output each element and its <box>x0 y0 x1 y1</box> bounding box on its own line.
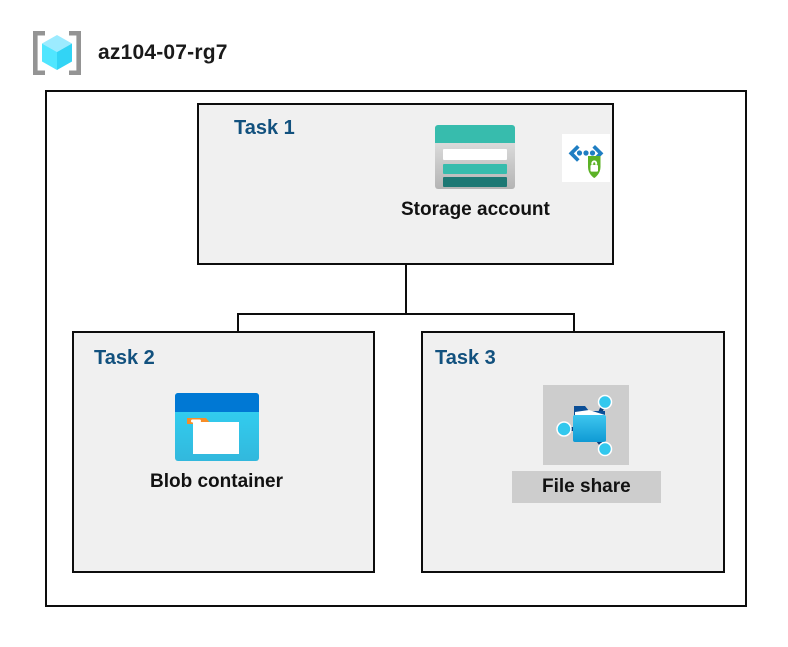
file-share-caption: File share <box>512 471 661 503</box>
resource-group-icon <box>30 28 84 78</box>
task-1-label: Task 1 <box>234 117 295 139</box>
resource-group-title: az104-07-rg7 <box>98 41 228 64</box>
file-share-icon <box>543 385 630 465</box>
storage-account-node[interactable]: Storage account <box>397 123 610 223</box>
file-share-node[interactable]: File share <box>512 385 661 503</box>
task-2-box[interactable]: Task 2 <box>72 331 375 573</box>
blob-container-caption: Blob container <box>150 471 284 492</box>
connector-storage-to-bus <box>405 265 407 313</box>
secure-endpoint-shield-icon <box>561 134 610 182</box>
connector-branch-bus <box>237 313 575 315</box>
resource-group-header: az104-07-rg7 <box>30 28 228 78</box>
task-3-label: Task 3 <box>435 347 496 369</box>
task-1-box[interactable]: Task 1 <box>197 103 614 265</box>
storage-account-caption: Storage account <box>401 199 550 220</box>
task-2-label: Task 2 <box>94 347 155 369</box>
blob-container-icon <box>173 391 261 463</box>
task-3-box[interactable]: Task 3 <box>421 331 725 573</box>
blob-container-node[interactable]: Blob container <box>146 391 287 495</box>
storage-account-icon <box>433 123 517 191</box>
